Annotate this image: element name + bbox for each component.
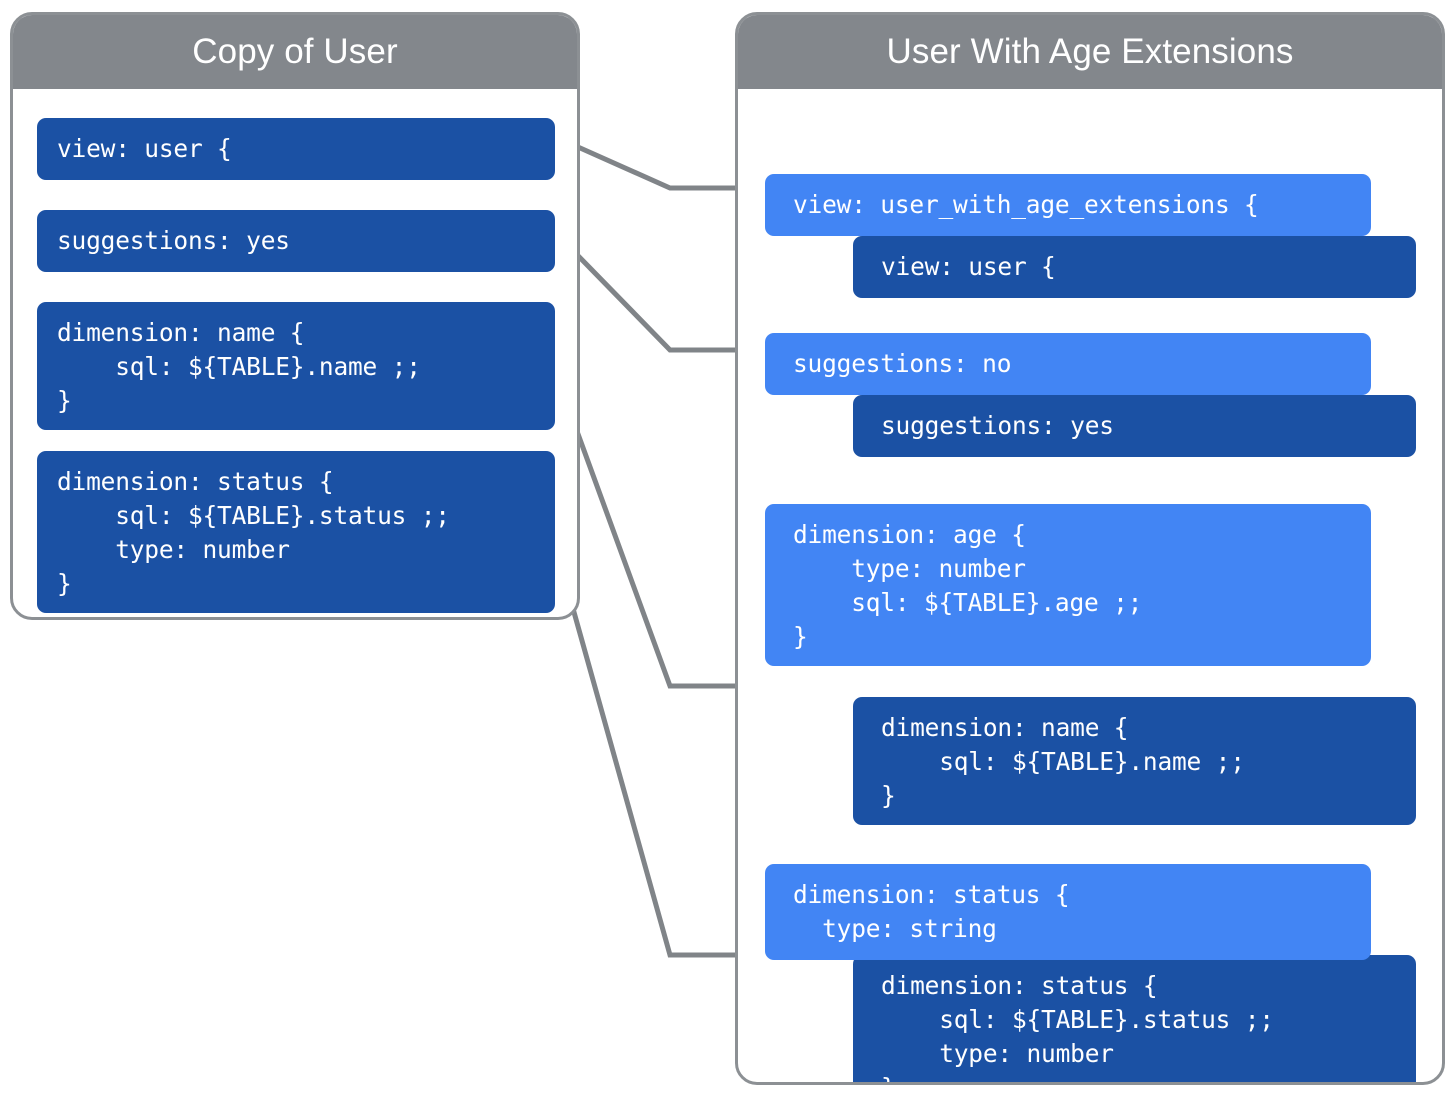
code-block-right-view-user[interactable]: view: user { (853, 236, 1416, 298)
code-block-left-dimension-status[interactable]: dimension: status { sql: ${TABLE}.status… (37, 451, 555, 613)
panel-user-with-age-extensions: User With Age Extensions view: user_with… (735, 12, 1445, 1085)
code-block-left-suggestions[interactable]: suggestions: yes (37, 210, 555, 272)
panel-copy-of-user-title: Copy of User (192, 32, 398, 71)
code-block-right-view-extension[interactable]: view: user_with_age_extensions { (765, 174, 1371, 236)
code-block-left-dimension-name[interactable]: dimension: name { sql: ${TABLE}.name ;; … (37, 302, 555, 430)
code-block-right-dimension-status-ext[interactable]: dimension: status { type: string (765, 864, 1371, 960)
panel-copy-of-user: Copy of User view: user { suggestions: y… (10, 12, 580, 620)
panel-user-with-age-extensions-title: User With Age Extensions (886, 32, 1294, 71)
panel-user-with-age-extensions-header: User With Age Extensions (738, 15, 1442, 89)
code-block-right-suggestions-no[interactable]: suggestions: no (765, 333, 1371, 395)
code-block-left-view[interactable]: view: user { (37, 118, 555, 180)
code-block-right-dimension-name[interactable]: dimension: name { sql: ${TABLE}.name ;; … (853, 697, 1416, 825)
code-block-right-dimension-age[interactable]: dimension: age { type: number sql: ${TAB… (765, 504, 1371, 666)
code-block-right-dimension-status[interactable]: dimension: status { sql: ${TABLE}.status… (853, 955, 1416, 1082)
panel-copy-of-user-header: Copy of User (13, 15, 577, 89)
code-block-right-suggestions-yes[interactable]: suggestions: yes (853, 395, 1416, 457)
